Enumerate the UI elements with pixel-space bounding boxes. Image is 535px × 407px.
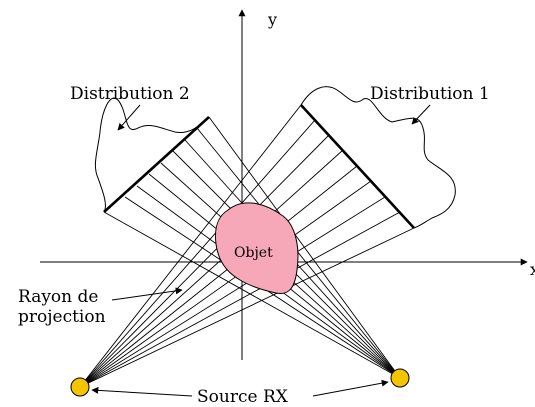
object-label: Objet xyxy=(234,245,273,261)
ray-label-line2: projection xyxy=(18,307,106,327)
distribution-1-arrow xyxy=(411,104,431,125)
ray-label-arrow xyxy=(111,287,183,301)
ray-label-line1: Rayon de xyxy=(18,287,98,307)
distribution-2-arrow xyxy=(117,104,141,131)
axes: x y xyxy=(40,9,535,360)
distribution-2-label: Distribution 2 xyxy=(70,84,190,104)
object-shape xyxy=(215,202,299,295)
source-left xyxy=(70,377,90,397)
distribution-2-curve xyxy=(94,97,210,213)
source-right xyxy=(390,368,410,388)
detector-2 xyxy=(103,116,210,213)
distribution-1-curve xyxy=(300,86,456,229)
source-label: Source RX xyxy=(197,387,289,407)
distribution-1-label: Distribution 1 xyxy=(370,84,490,104)
x-axis-label: x xyxy=(530,260,535,279)
source-arrow-left xyxy=(91,386,193,397)
detector-1 xyxy=(300,104,415,229)
y-axis-label: y xyxy=(267,10,277,29)
rays-source-left xyxy=(79,104,415,388)
source-arrow-right xyxy=(312,379,389,397)
